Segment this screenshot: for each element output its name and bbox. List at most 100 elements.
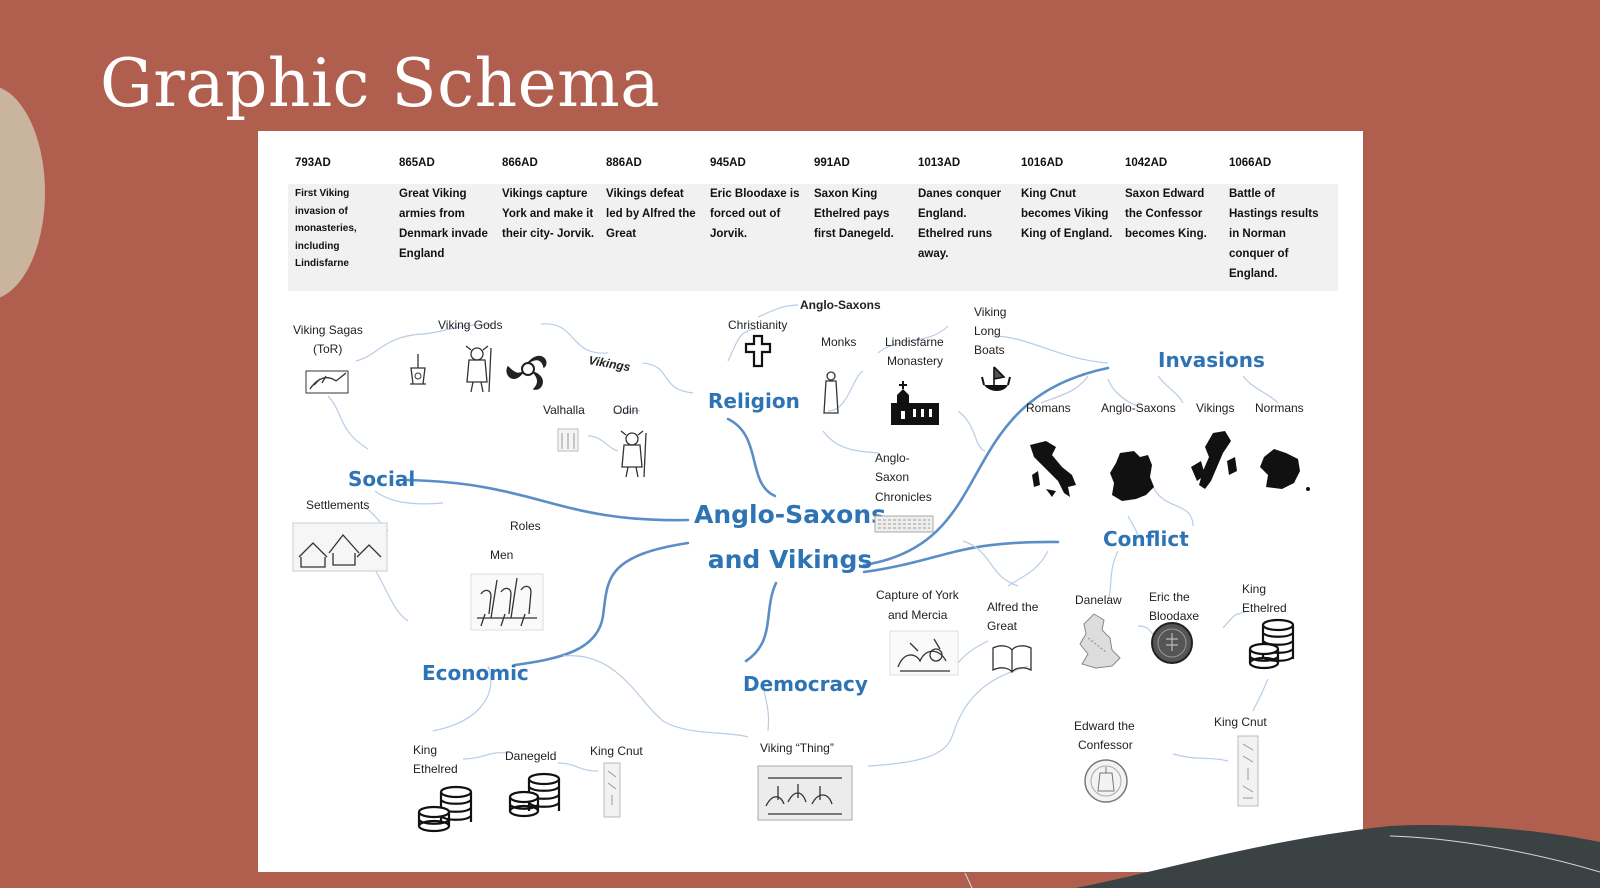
label-king-cnut-left: King Cnut (590, 744, 643, 758)
coin-stack-icon (417, 785, 473, 833)
warriors-icon (470, 573, 544, 631)
branch-religion (726, 417, 777, 498)
label-capture-york: Capture of York (876, 588, 960, 602)
label-danegeld: Danegeld (505, 749, 556, 763)
coin-icon (1151, 622, 1193, 664)
label-viking-sagas: Viking Sagas (293, 323, 363, 337)
timeline-event: First Viking invasion of monasteries, in… (295, 188, 357, 269)
timeline-year: 1013AD (918, 157, 961, 169)
label-king-ethelred-right: King (1242, 582, 1266, 596)
label-chronicles-1: Anglo- (875, 451, 910, 465)
label-alfred-great: Great (987, 619, 1018, 633)
timeline-year: 991AD (814, 157, 850, 169)
timeline-event: Battle of Hastings results in Norman con… (1229, 188, 1319, 280)
schema-sheet: 793AD 865AD 866AD 886AD 945AD 991AD 1013… (258, 131, 1363, 872)
label-valhalla: Valhalla (543, 403, 585, 417)
label-confessor: Confessor (1078, 738, 1133, 752)
label-bloodaxe: Bloodaxe (1149, 609, 1199, 623)
seal-icon (1084, 759, 1128, 803)
odin-icon (620, 430, 647, 478)
label-settlements: Settlements (306, 498, 369, 512)
rune-stone-icon (603, 762, 621, 818)
label-viking-gods: Viking Gods (438, 318, 502, 332)
label-normans: Normans (1255, 401, 1304, 415)
timeline-event: Saxon Edward the Confessor becomes King. (1125, 188, 1207, 240)
coin-stack-icon (508, 772, 561, 818)
label-king-cnut-right: King Cnut (1214, 715, 1267, 729)
label-danelaw: Danelaw (1075, 593, 1122, 607)
label-lindisfarne: Lindisfarne (885, 335, 944, 349)
timeline-event: Vikings defeat led by Alfred the Great (606, 188, 696, 240)
label-longboats-1: Viking (974, 305, 1006, 319)
label-monastery: Monastery (887, 354, 943, 368)
timeline-band (288, 184, 1338, 291)
center-title-line1: Anglo-Saxons (694, 500, 886, 529)
label-anglo-saxons-invasions: Anglo-Saxons (1101, 401, 1176, 415)
coin-stack-icon (1248, 618, 1295, 670)
map-italy-icon (1030, 441, 1076, 497)
timeline-event: Saxon King Ethelred pays first Danegeld. (814, 188, 894, 240)
label-ethelred-right: Ethelred (1242, 601, 1287, 615)
branch-heading-conflict: Conflict (1103, 527, 1189, 551)
branch-conflict (862, 540, 1060, 574)
label-eric: Eric the (1149, 590, 1190, 604)
timeline-event: Eric Bloodaxe is forced out of Jorvik. (710, 188, 800, 240)
temple-icon (557, 428, 579, 452)
map-scandinavia-icon (1191, 431, 1237, 489)
branch-heading-invasions: Invasions (1158, 348, 1265, 372)
label-odin: Odin (613, 403, 638, 417)
branch-heading-religion: Religion (708, 389, 800, 413)
label-ethelred-left: Ethelred (413, 762, 458, 776)
slide-title: Graphic Schema (100, 45, 661, 122)
label-roles: Roles (510, 519, 541, 533)
label-vikings-religion: Vikings (587, 353, 631, 374)
timeline-year: 945AD (710, 157, 746, 169)
timeline-event: Great Viking armies from Denmark invade … (399, 188, 488, 260)
viking-warrior-icon (465, 345, 492, 393)
timeline-year: 865AD (399, 157, 435, 169)
label-alfred: Alfred the (987, 600, 1039, 614)
label-anglo-saxons-religion: Anglo-Saxons (800, 298, 881, 312)
label-and-mercia: and Mercia (888, 608, 948, 622)
map-germany-icon (1110, 451, 1154, 501)
thors-hammer-icon (410, 354, 426, 385)
label-romans: Romans (1026, 401, 1071, 415)
timeline-year: 1066AD (1229, 157, 1272, 169)
battle-sketch-icon (889, 630, 959, 676)
center-title-line2: and Vikings (708, 545, 873, 574)
label-men: Men (490, 548, 513, 562)
viking-ship-icon (981, 366, 1011, 391)
label-longboats-2: Long (974, 324, 1001, 338)
timeline-event: Vikings capture York and make it their c… (502, 188, 595, 240)
open-book-icon (992, 645, 1032, 674)
label-edward: Edward the (1074, 719, 1135, 733)
map-france-icon (1260, 449, 1310, 491)
timeline-year: 866AD (502, 157, 538, 169)
label-vikings-invasions: Vikings (1196, 401, 1234, 415)
timeline-event: Danes conquer England. Ethelred runs awa… (918, 188, 1002, 260)
branch-heading-democracy: Democracy (743, 672, 868, 696)
label-chronicles-2: Saxon (875, 470, 909, 484)
tapestry-icon (757, 765, 853, 821)
mind-map: Anglo-Saxons and Vikings Social Religion… (292, 298, 1310, 833)
timeline-year: 1016AD (1021, 157, 1064, 169)
decorative-blob (0, 85, 45, 300)
label-viking-sagas-tor: (ToR) (313, 342, 342, 356)
longship-carving-icon (305, 370, 349, 394)
label-longboats-3: Boats (974, 343, 1005, 357)
church-icon (891, 381, 939, 425)
label-christianity: Christianity (728, 318, 787, 332)
chronicle-scroll-icon (874, 515, 934, 533)
label-viking-thing: Viking “Thing” (760, 741, 834, 755)
branch-social (406, 478, 690, 522)
branch-heading-economic: Economic (422, 661, 529, 685)
label-king-ethelred-left: King (413, 743, 437, 757)
branch-democracy (744, 581, 778, 663)
twig-lines (327, 304, 1279, 772)
danelaw-map-icon (1079, 613, 1121, 669)
timeline-year: 793AD (295, 157, 331, 169)
village-icon (292, 522, 388, 572)
triskele-icon (506, 355, 547, 390)
branch-heading-social: Social (348, 467, 415, 491)
label-monks: Monks (821, 335, 856, 349)
